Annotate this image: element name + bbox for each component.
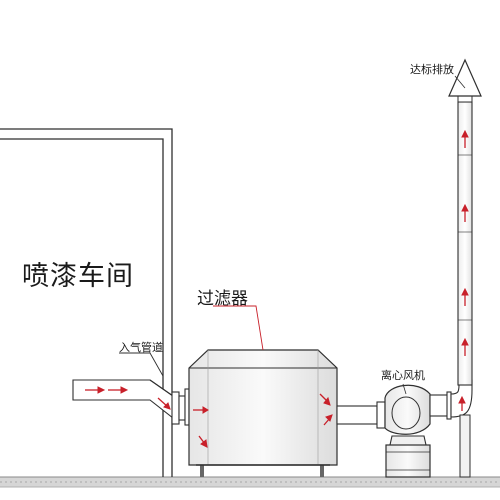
filter-unit <box>188 349 338 477</box>
red-arrow-icon <box>323 414 333 426</box>
ground <box>0 476 500 488</box>
inlet-duct-label: 入气管道 <box>119 341 163 354</box>
red-arrow-icon <box>193 406 209 414</box>
filter-label: 过滤器 <box>197 289 248 309</box>
red-arrow-icon <box>461 203 469 222</box>
red-arrow-icon <box>461 337 469 356</box>
flow-arrows <box>85 129 469 448</box>
red-arrow-icon <box>85 386 106 394</box>
connecting-pipe <box>336 401 386 429</box>
red-arrow-icon <box>108 386 129 394</box>
exhaust-stack <box>448 58 482 478</box>
red-arrow-icon <box>198 435 208 448</box>
centrifugal-fan <box>384 384 452 478</box>
centrifugal-fan-label: 离心风机 <box>381 369 425 382</box>
red-arrow-icon <box>461 287 469 306</box>
spray-booth-label: 喷漆车间 <box>22 261 134 292</box>
exhaust-label: 达标排放 <box>410 63 454 76</box>
red-arrow-icon <box>319 393 331 406</box>
red-arrow-icon <box>458 395 466 411</box>
red-arrow-icon <box>461 129 469 148</box>
spray-booth-building <box>0 128 173 477</box>
leader-lines <box>119 75 466 395</box>
red-arrow-icon <box>157 397 171 410</box>
